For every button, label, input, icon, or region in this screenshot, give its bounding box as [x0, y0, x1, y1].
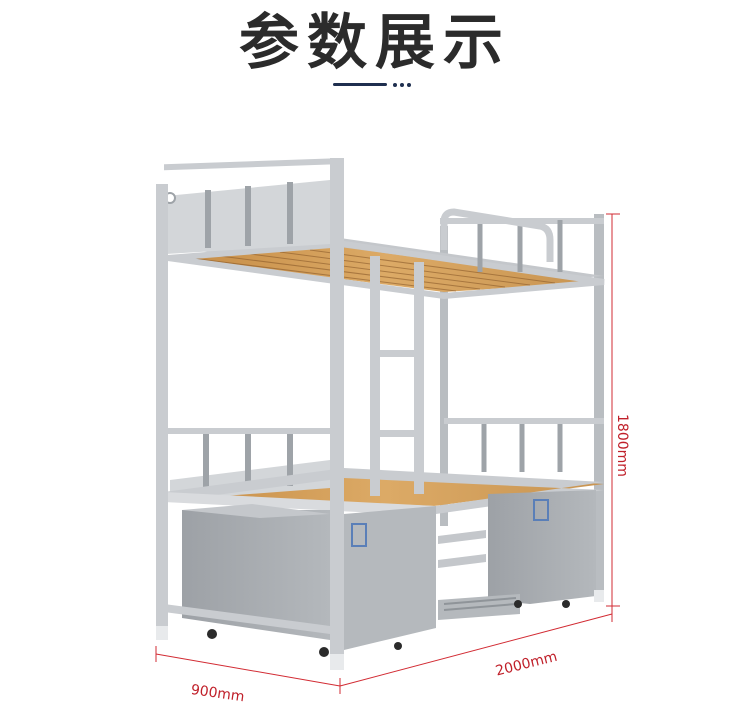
height-dimension-label: 1800mm: [614, 414, 630, 477]
front-posts: [156, 158, 344, 660]
post-feet: [156, 590, 604, 670]
casters: [207, 600, 570, 657]
upper-bed: [164, 158, 605, 300]
rear-posts: [440, 214, 604, 602]
cabinets: [182, 490, 596, 650]
ladder: [370, 256, 424, 496]
dimension-lines: [155, 213, 620, 694]
title-divider: [333, 82, 413, 88]
page-title: 参数展示: [239, 8, 511, 78]
